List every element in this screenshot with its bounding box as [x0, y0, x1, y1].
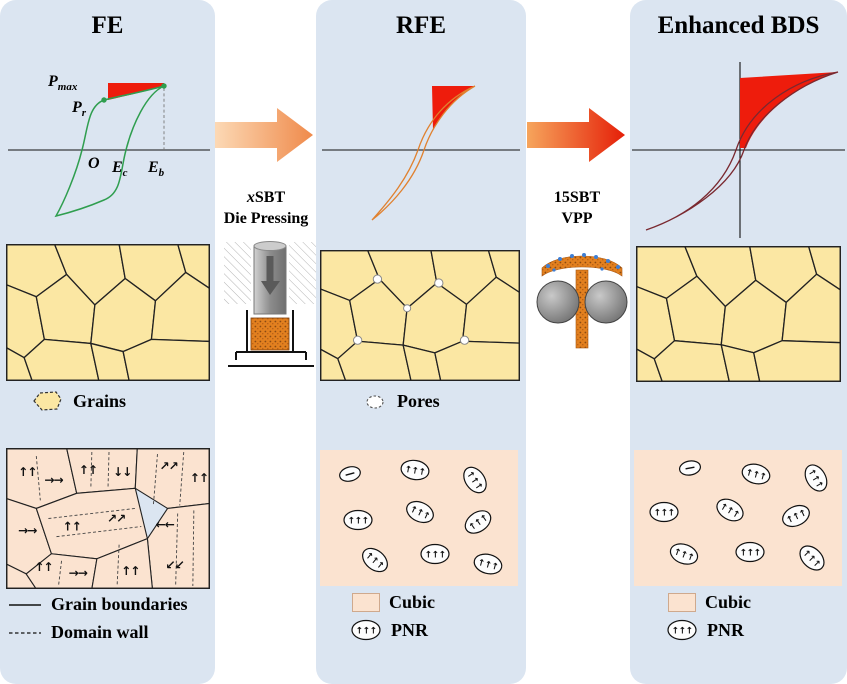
grains-legend: Grains: [30, 389, 126, 413]
powder: [250, 317, 290, 351]
roller-left: [536, 280, 580, 324]
bds-legend-label: Cubic: [705, 592, 752, 612]
pore: [434, 278, 444, 288]
slurry-dots: [546, 253, 620, 272]
roller-right: [584, 280, 628, 324]
bds-legend-cubic: Cubic: [668, 592, 751, 613]
fe-legend-grain-boundaries: Grain boundaries: [8, 594, 188, 615]
solid-line-icon: [9, 603, 41, 606]
fe-hysteresis-plot: Pmax Pr O Ec Eb: [8, 73, 210, 218]
dashed-line-icon: [9, 631, 41, 634]
fe-domain-structure: [6, 448, 210, 589]
pores-legend-label: Pores: [397, 391, 440, 411]
pore-swatch-icon: [366, 394, 384, 409]
panel-fe-title: FE: [91, 12, 124, 39]
rfe-legend-label: PNR: [391, 619, 428, 640]
process-arrow-2: [527, 108, 625, 162]
rfe-grain-micrograph: [320, 250, 520, 381]
rfe-pnr-box: [320, 450, 518, 586]
bds-legend-label: PNR: [707, 619, 744, 640]
fe-legend-domain-wall: Domain wall: [8, 622, 149, 643]
label-origin: O: [88, 155, 100, 172]
bds-grain-micrograph: [636, 246, 841, 382]
panel-bds-title: Enhanced BDS: [657, 12, 820, 39]
rfe-legend-pnr: PNR: [350, 618, 428, 642]
process-2-label: 15SBT VPP: [522, 188, 632, 230]
vpp-illustration: [536, 253, 628, 349]
process-1-material-prefix: x: [246, 189, 255, 206]
grains-legend-label: Grains: [73, 390, 127, 411]
process-arrow-1: [215, 108, 313, 162]
pnr-swatch-icon: [351, 619, 381, 641]
cubic-swatch-icon: [352, 593, 380, 612]
pores-legend: Pores: [362, 391, 440, 412]
pnr-swatch-icon: [667, 619, 697, 641]
fe-grain-micrograph: [6, 244, 210, 381]
process-2-material: 15SBT: [553, 189, 601, 206]
label-pmax: Pmax: [47, 73, 78, 93]
fe-legend-label: Grain boundaries: [51, 594, 188, 614]
bds-legend-pnr: PNR: [666, 618, 744, 642]
bds-pnr-box: [634, 450, 842, 586]
process-1-method: Die Pressing: [223, 209, 309, 227]
pore: [372, 274, 383, 284]
press-arrow-icon: [266, 256, 274, 282]
fe-legend-label: Domain wall: [51, 622, 149, 642]
pore: [403, 304, 412, 313]
pore: [459, 335, 470, 345]
label-ec: Ec: [111, 159, 128, 179]
process-1-material: SBT: [254, 189, 286, 206]
die-pressing-illustration: [224, 241, 318, 367]
cubic-swatch-icon: [668, 593, 696, 612]
label-pr: Pr: [71, 99, 87, 119]
label-eb: Eb: [147, 159, 165, 179]
bds-hysteresis-plot: [632, 62, 845, 238]
die: [235, 310, 307, 360]
pore: [352, 335, 363, 345]
process-2-method: VPP: [561, 209, 593, 227]
rfe-legend-label: Cubic: [389, 592, 436, 612]
panel-rfe-title: RFE: [396, 12, 446, 39]
rfe-legend-cubic: Cubic: [352, 592, 435, 613]
rfe-hysteresis-plot: [322, 85, 520, 221]
process-1-label: xSBT Die Pressing: [212, 188, 320, 230]
grain-swatch-icon: [33, 391, 62, 411]
